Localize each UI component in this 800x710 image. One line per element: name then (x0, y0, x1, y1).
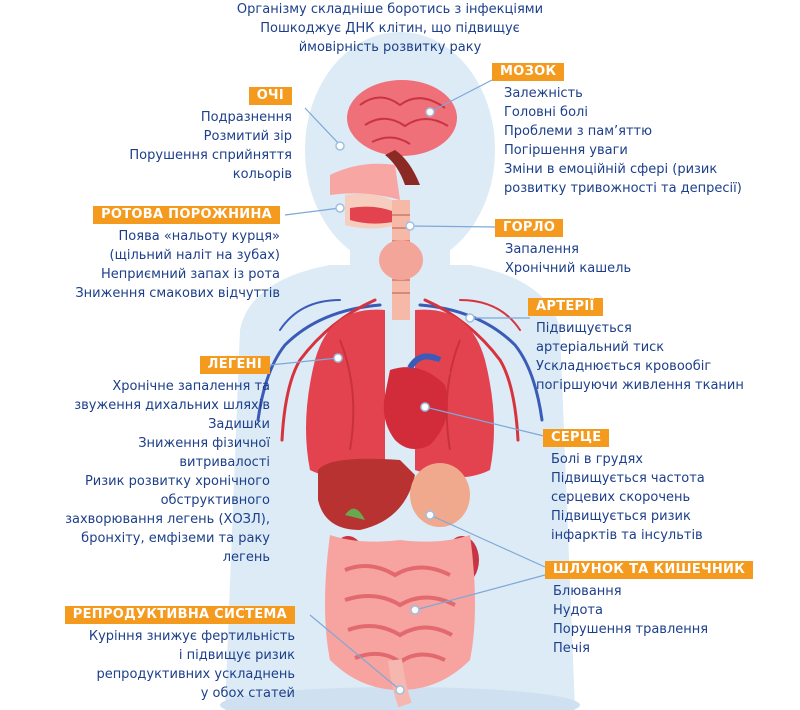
reproductive-line: репродуктивних ускладнень (96, 667, 295, 682)
lungs-line: Задишки (208, 417, 270, 432)
throat-line: Запалення (505, 242, 579, 257)
throat-title: ГОРЛО (495, 219, 564, 237)
pointer-dots (333, 107, 475, 695)
lungs-line: витривалості (179, 455, 270, 470)
heart-line: Підвищується ризик (551, 509, 691, 524)
pointer-lines (269, 79, 549, 691)
arteries-title: АРТЕРІЇ (528, 298, 603, 316)
mouth-title: РОТОВА ПОРОЖНИНА (93, 206, 280, 224)
heart (383, 353, 451, 449)
intestines (325, 535, 475, 708)
arteries-line: Ускладнюється кровообіг (536, 359, 712, 374)
reproductive-line: і підвищує ризик (178, 648, 295, 663)
heart-block: СЕРЦЕ Болі в грудях Підвищується частота… (543, 428, 705, 545)
stomach-line: Блювання (553, 584, 622, 599)
reproductive-line: у обох статей (200, 686, 295, 701)
throat-block: ГОРЛО Запалення Хронічний кашель (495, 218, 631, 278)
eyes-block: ОЧІ Подразнення Розмитий зір Порушення с… (129, 86, 292, 184)
lungs-line: обструктивного (160, 493, 270, 508)
brain-block: МОЗОК Залежність Головні болі Проблеми з… (492, 62, 742, 198)
arteries-line: артеріальний тиск (536, 340, 665, 355)
heart-line: серцевих скорочень (551, 490, 691, 505)
reproductive-line: Куріння знижує фертильність (88, 629, 295, 644)
lungs-line: легень (222, 550, 270, 565)
brain-line: розвитку тривожності та депресії) (504, 181, 742, 196)
brain-line: Головні болі (504, 105, 588, 120)
stomach-line: Порушення травлення (553, 622, 709, 637)
mouth-line: (щільний наліт на зубах) (109, 248, 280, 263)
brain-title: МОЗОК (492, 63, 565, 81)
lungs-title: ЛЕГЕНІ (199, 356, 270, 374)
mouth-line: Зниження смакових відчуттів (75, 286, 280, 301)
mouth-line: Неприємний запах із рота (100, 267, 280, 282)
brain-line: Залежність (504, 86, 583, 101)
trachea (379, 200, 423, 320)
eyes-title: ОЧІ (248, 87, 292, 105)
heart-line: Болі в грудях (551, 452, 643, 467)
heart-line: інфарктів та інсультів (551, 528, 703, 543)
arteries-block: АРТЕРІЇ Підвищується артеріальний тиск У… (528, 297, 744, 395)
brain (347, 80, 457, 185)
eyes-line: Подразнення (200, 110, 292, 125)
lungs-line: бронхіту, емфіземи та раку (81, 531, 270, 546)
lungs-block: ЛЕГЕНІ Хронічне запалення та звуження ди… (65, 355, 270, 567)
reproductive-block: РЕПРОДУКТИВНА СИСТЕМА Куріння знижує фер… (64, 605, 295, 703)
heart-line: Підвищується частота (551, 471, 705, 486)
arteries-line: погіршуючи живлення тканин (536, 378, 744, 393)
stomach-title: ШЛУНОК ТА КИШЕЧНИК (545, 561, 754, 579)
nasal-oral-cavity (330, 163, 400, 229)
liver-stomach (318, 458, 470, 530)
stomach-block: ШЛУНОК ТА КИШЕЧНИК Блювання Нудота Поруш… (545, 560, 754, 658)
eyes-line: Порушення сприйняття (129, 148, 292, 163)
brain-line: Зміни в емоційній сфері (ризик (504, 162, 718, 177)
throat-line: Хронічний кашель (505, 261, 632, 276)
intro-line: ймовірність розвитку раку (298, 40, 482, 55)
brain-line: Проблеми з пам’яттю (504, 124, 653, 139)
artery-vessels (256, 298, 544, 442)
eyes-line: кольорів (232, 167, 292, 182)
lungs-line: захворювання легень (ХОЗЛ), (65, 512, 270, 527)
lungs-line: Зниження фізичної (138, 436, 270, 451)
stomach-line: Печія (553, 641, 590, 656)
intro-line: Організму складніше боротись з інфекціям… (236, 2, 544, 17)
intro-text: Організму складніше боротись з інфекціям… (190, 0, 590, 57)
heart-title: СЕРЦЕ (543, 429, 610, 447)
lungs-line: звуження дихальних шляхів (74, 398, 270, 413)
eyes-line: Розмитий зір (203, 129, 292, 144)
reproductive-title: РЕПРОДУКТИВНА СИСТЕМА (64, 606, 295, 624)
mouth-line: Поява «нальоту курця» (118, 229, 280, 244)
mouth-block: РОТОВА ПОРОЖНИНА Поява «нальоту курця» (… (75, 205, 280, 303)
brain-line: Погіршення уваги (504, 143, 628, 158)
lungs-line: Хронічне запалення та (112, 379, 270, 394)
arteries-line: Підвищується (536, 321, 632, 336)
intro-line: Пошкоджує ДНК клітин, що підвищує (260, 21, 520, 36)
lungs-line: Ризик розвитку хронічного (84, 474, 270, 489)
stomach-line: Нудота (553, 603, 603, 618)
